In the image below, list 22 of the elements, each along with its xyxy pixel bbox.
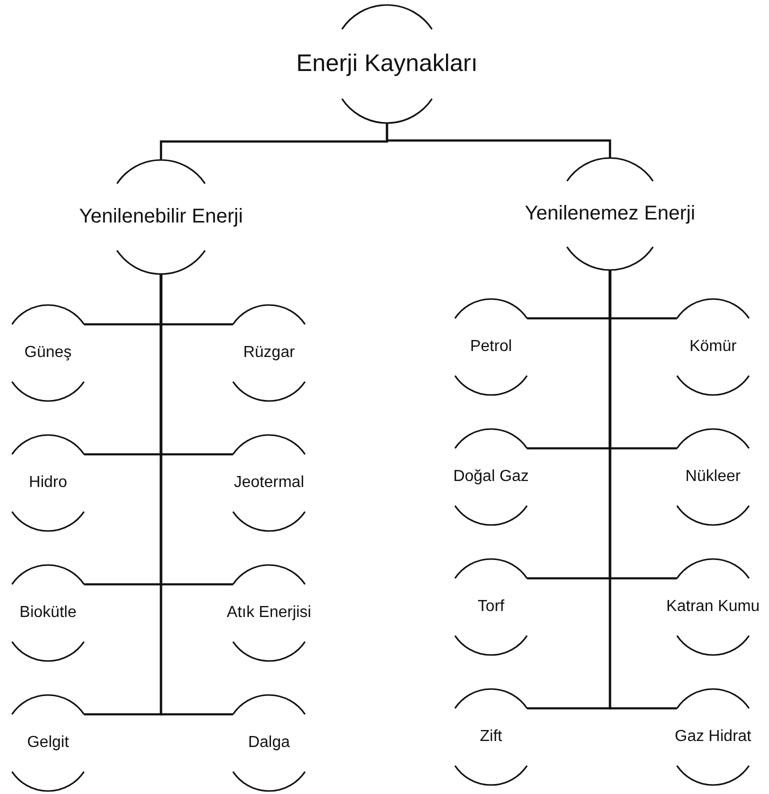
node-label: Güneş — [24, 344, 72, 362]
connector-line — [386, 123, 612, 158]
node-label: Jeotermal — [234, 474, 304, 492]
connector-line — [160, 274, 233, 716]
node-label: Katran Kumu — [666, 598, 760, 616]
node-label: Nükleer — [685, 468, 741, 486]
node-label: Kömür — [689, 338, 737, 356]
node-label: Rüzgar — [243, 344, 295, 362]
node-label: Torf — [478, 598, 504, 616]
node-label: Biokütle — [20, 604, 76, 622]
node-label: Yenilenemez Enerji — [524, 202, 696, 226]
node-label: Yenilenebilir Enerji — [79, 206, 243, 228]
node-label: Dalga — [248, 734, 290, 752]
connector-line — [608, 270, 677, 710]
node-label: Hidro — [28, 474, 68, 492]
node-label: Zift — [480, 728, 502, 746]
node-label: Doğal Gaz — [453, 468, 529, 486]
node-label: Atık Enerjisi — [226, 604, 312, 622]
node-label: Gelgit — [27, 734, 69, 752]
node-label: Gaz Hidrat — [674, 728, 752, 746]
node-label: Enerji Kaynakları — [296, 50, 478, 78]
node-label: Petrol — [470, 338, 512, 356]
